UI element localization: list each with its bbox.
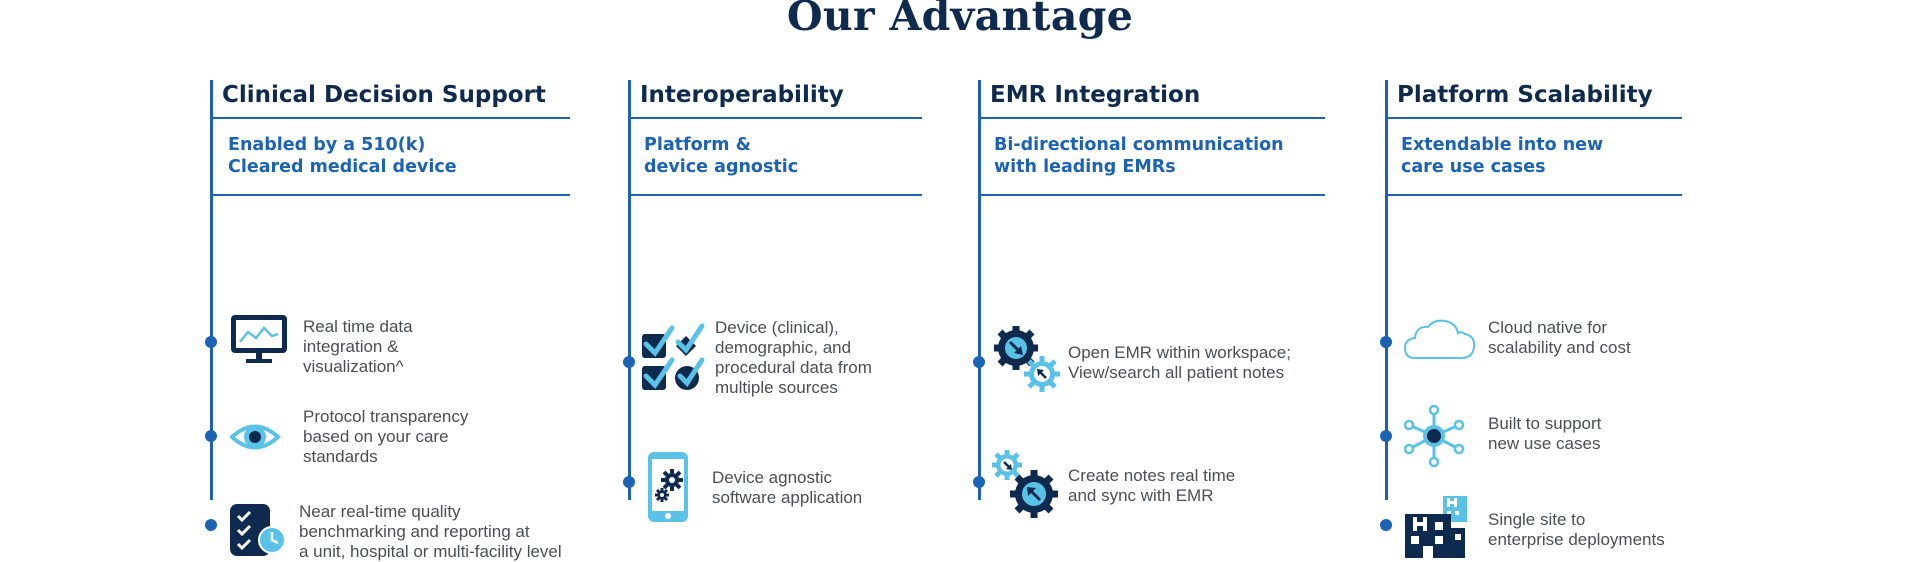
- feature-text-line: visualization^: [303, 357, 404, 376]
- feature-text-line: benchmarking and reporting at: [299, 522, 530, 541]
- feature-text-line: Open EMR within workspace;: [1068, 343, 1291, 362]
- feature-text-line: Device (clinical),: [715, 318, 839, 337]
- column-divider-line: [978, 80, 981, 500]
- feature-text-line: Device agnostic: [712, 468, 833, 487]
- timeline-dot: [973, 476, 985, 488]
- column-divider-line: [1385, 80, 1388, 500]
- feature-text-line: integration &: [303, 337, 399, 356]
- column-divider-line: [628, 80, 631, 500]
- column-divider-line: [210, 80, 213, 500]
- subheading-line: Cleared medical device: [228, 157, 457, 177]
- feature-text: Device (clinical), demographic, and proc…: [715, 318, 872, 398]
- feature-text: Cloud native for scalability and cost: [1488, 318, 1631, 358]
- feature-text-line: Single site to: [1488, 510, 1586, 529]
- feature-text-line: based on your care: [303, 427, 449, 446]
- subheading-line: Enabled by a 510(k): [228, 135, 426, 155]
- feature-text-line: multiple sources: [715, 378, 838, 397]
- heading-rule: [630, 117, 922, 119]
- feature-text-line: and sync with EMR: [1068, 486, 1214, 505]
- column-heading: Platform Scalability: [1397, 82, 1653, 108]
- feature-text-line: software application: [712, 488, 863, 507]
- timeline-dot: [205, 336, 217, 348]
- feature-text-line: enterprise deployments: [1488, 530, 1665, 549]
- feature-text: Real time data integration & visualizati…: [303, 317, 413, 377]
- monitor-chart-icon: [228, 312, 290, 366]
- timeline-dot: [623, 356, 635, 368]
- subheading-rule: [980, 194, 1325, 196]
- timeline-dot: [1380, 519, 1392, 531]
- column-heading: EMR Integration: [990, 82, 1201, 108]
- column-heading: Interoperability: [640, 82, 844, 108]
- timeline-dot: [205, 519, 217, 531]
- subheading-line: Bi-directional communication: [994, 135, 1284, 155]
- timeline-dot: [1380, 336, 1392, 348]
- subheading-line: Platform &: [644, 135, 751, 155]
- page-title: Our Advantage: [786, 0, 1134, 40]
- feature-text-line: new use cases: [1488, 434, 1601, 453]
- column-subheading: Platform & device agnostic: [644, 134, 1004, 178]
- feature-text: Single site to enterprise deployments: [1488, 510, 1665, 550]
- heading-rule: [1387, 117, 1682, 119]
- eye-icon: [226, 418, 284, 456]
- column-subheading: Extendable into new care use cases: [1401, 134, 1761, 178]
- feature-text-line: standards: [303, 447, 378, 466]
- feature-text-line: Near real-time quality: [299, 502, 461, 521]
- feature-text-line: demographic, and: [715, 338, 852, 357]
- cloud-icon: [1403, 318, 1477, 362]
- heading-rule: [212, 117, 570, 119]
- feature-text-line: scalability and cost: [1488, 338, 1631, 357]
- subheading-line: Extendable into new: [1401, 135, 1604, 155]
- subheading-line: care use cases: [1401, 157, 1546, 177]
- feature-text-line: Built to support: [1488, 414, 1602, 433]
- checkmarks-icon: [640, 322, 708, 394]
- subheading-line: with leading EMRs: [994, 157, 1176, 177]
- feature-text-line: a unit, hospital or multi-facility level: [299, 542, 562, 561]
- timeline-dot: [623, 476, 635, 488]
- subheading-line: device agnostic: [644, 157, 799, 177]
- hospital-buildings-icon: [1403, 494, 1469, 560]
- column-subheading: Bi-directional communication with leadin…: [994, 134, 1354, 178]
- feature-text-line: Create notes real time: [1068, 466, 1236, 485]
- feature-text-line: Real time data: [303, 317, 413, 336]
- feature-text: Built to support new use cases: [1488, 414, 1601, 454]
- checklist-clock-icon: [226, 502, 288, 558]
- network-hub-icon: [1403, 405, 1465, 467]
- subheading-rule: [1387, 194, 1682, 196]
- timeline-dot: [205, 430, 217, 442]
- feature-text: Near real-time quality benchmarking and …: [299, 502, 562, 562]
- column-heading: Clinical Decision Support: [222, 82, 546, 108]
- subheading-rule: [212, 194, 570, 196]
- feature-text: Device agnostic software application: [712, 468, 862, 508]
- feature-text-line: View/search all patient notes: [1068, 363, 1285, 382]
- column-subheading: Enabled by a 510(k) Cleared medical devi…: [228, 134, 588, 178]
- timeline-dot: [1380, 430, 1392, 442]
- timeline-dot: [973, 356, 985, 368]
- subheading-rule: [630, 194, 922, 196]
- gears-arrows-icon: [990, 322, 1062, 394]
- feature-text: Protocol transparency based on your care…: [303, 407, 468, 467]
- feature-text-line: Protocol transparency: [303, 407, 469, 426]
- feature-text: Open EMR within workspace; View/search a…: [1068, 343, 1291, 383]
- gears-sync-icon: [990, 448, 1062, 520]
- feature-text-line: procedural data from: [715, 358, 872, 377]
- tablet-gears-icon: [644, 450, 692, 524]
- heading-rule: [980, 117, 1325, 119]
- feature-text-line: Cloud native for: [1488, 318, 1608, 337]
- feature-text: Create notes real time and sync with EMR: [1068, 466, 1235, 506]
